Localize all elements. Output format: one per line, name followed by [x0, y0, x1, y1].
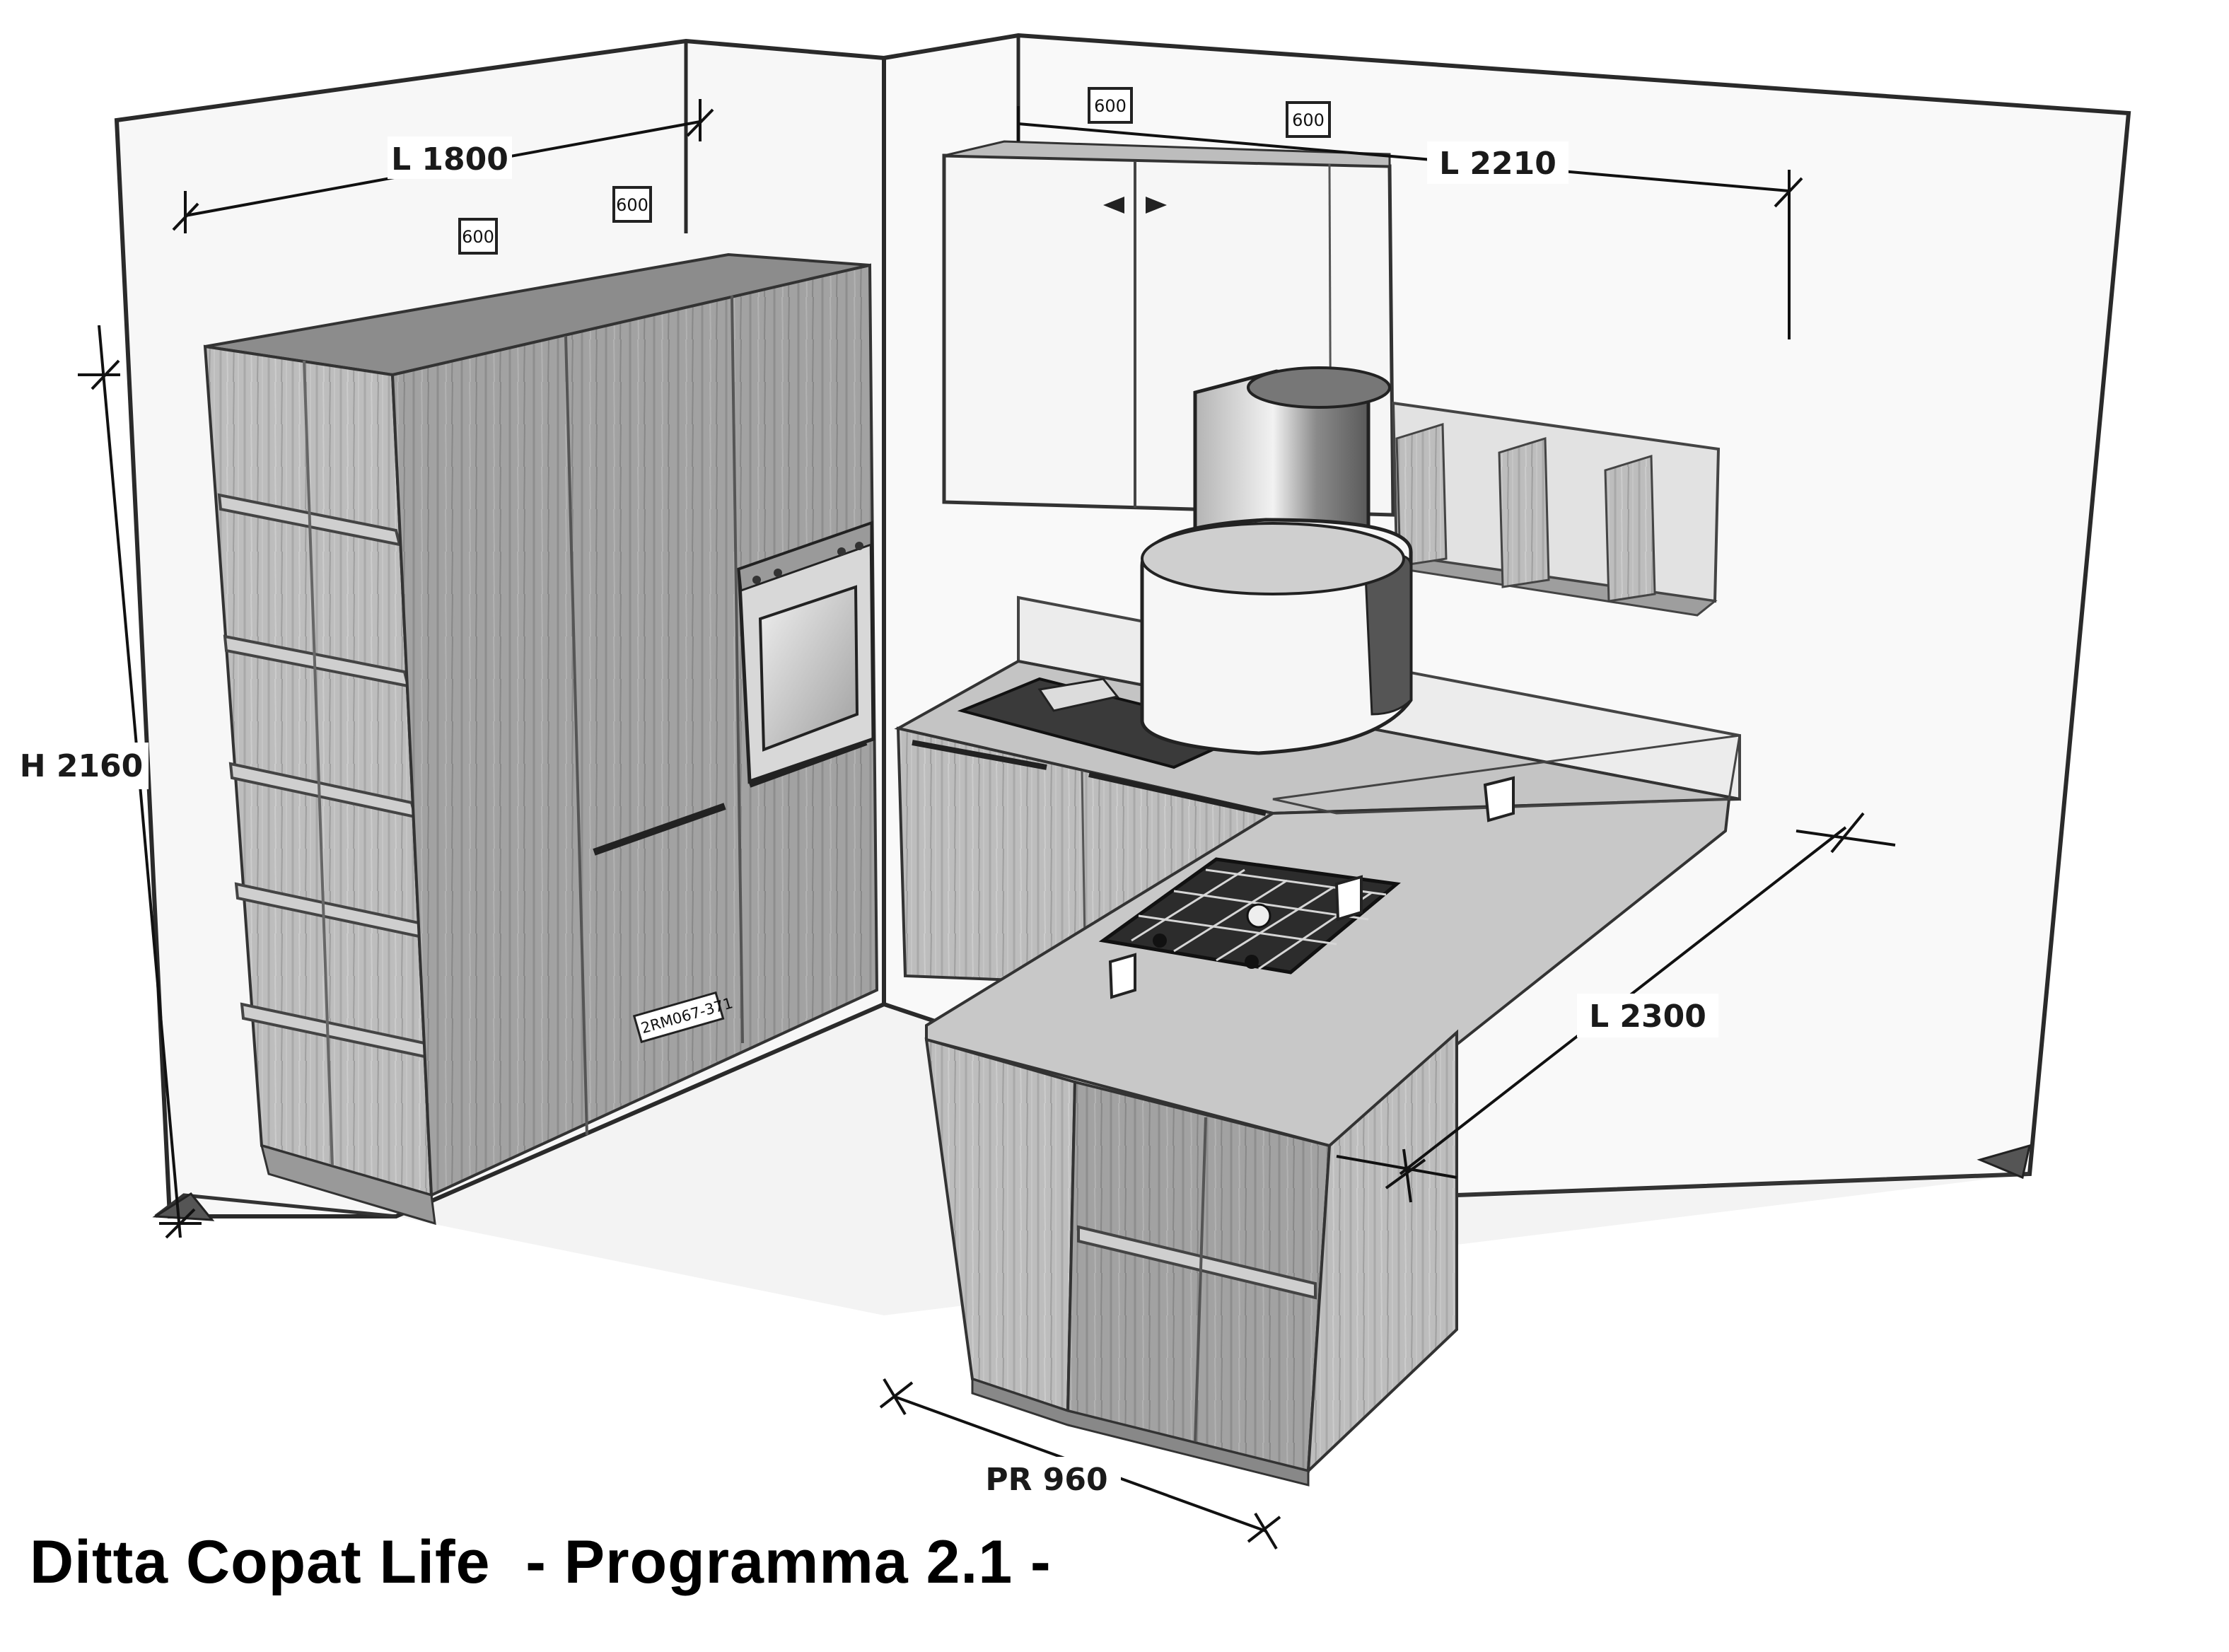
outlet-tag-3: 600 [1088, 87, 1133, 124]
dim-label-back-wall: L 2210 [1427, 141, 1569, 184]
outlet-tag-1-text: 600 [462, 227, 494, 247]
outlet-tag-4-text: 600 [1292, 110, 1325, 130]
dim-peninsula-depth-text: PR 960 [985, 1462, 1107, 1498]
outlet-tag-4: 600 [1286, 101, 1331, 138]
outlet-tag-2: 600 [612, 186, 652, 223]
peninsula [924, 734, 1741, 1487]
gas-hob [1098, 857, 1401, 975]
dim-height-text: H 2160 [20, 748, 144, 784]
dim-label-peninsula-length: L 2300 [1577, 994, 1718, 1037]
tall-cabinet-block: 2RM067-371 [203, 252, 879, 1226]
outlet-tag-2-text: 600 [616, 195, 648, 215]
fridge-handle [593, 803, 726, 856]
door-arrow-left [1103, 197, 1124, 214]
dim-peninsula-length-text: L 2300 [1589, 999, 1706, 1035]
dim-back-wall-text: L 2210 [1439, 146, 1556, 182]
counter-sockets [1108, 776, 1515, 999]
outlet-tag-1: 600 [458, 218, 498, 255]
dim-label-peninsula-depth: PR 960 [972, 1457, 1121, 1501]
peninsula-long-side [1306, 1029, 1458, 1474]
caption-title: Ditta Copat Life - Programma 2.1 - [30, 1528, 1052, 1596]
dim-left-wall-text: L 1800 [391, 141, 508, 178]
outlet-tag-3-text: 600 [1094, 96, 1127, 116]
wall-shelf [1391, 401, 1721, 617]
door-arrow-right [1146, 197, 1167, 214]
dim-label-height: H 2160 [14, 743, 149, 789]
dim-label-left-wall: L 1800 [388, 136, 512, 179]
tall-cabinet-front [390, 263, 879, 1198]
built-in-oven [737, 520, 875, 784]
island-hood [1140, 366, 1413, 755]
